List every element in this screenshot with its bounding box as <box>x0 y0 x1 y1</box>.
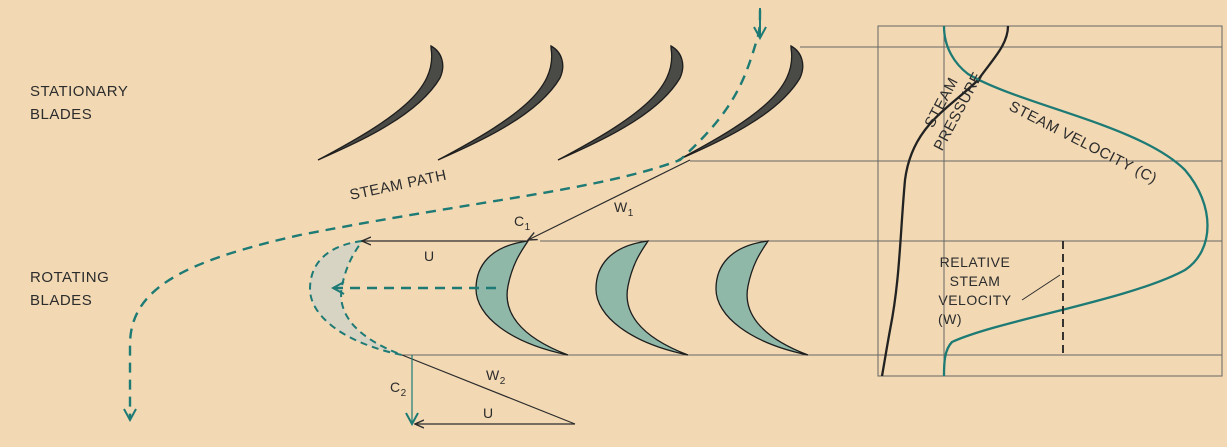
graph-panel <box>877 25 1223 377</box>
w2-label: W2 <box>486 366 506 391</box>
relative-line4: (W) <box>938 311 963 327</box>
outlet-velocity-triangle <box>401 354 576 425</box>
stationary-blade-1 <box>317 44 444 161</box>
stationary-label-line2: BLADES <box>30 106 93 123</box>
steam-path-line <box>130 9 762 420</box>
row-guide-lines <box>400 46 1222 356</box>
rotating-blade-1 <box>475 240 569 356</box>
rotating-blade-2 <box>595 240 689 356</box>
w1-label: W1 <box>614 198 634 223</box>
rotating-blades <box>475 240 809 356</box>
stationary-label-line1: STATIONARY <box>30 83 129 100</box>
stationary-blade-2 <box>437 44 564 161</box>
stationary-blade-3 <box>557 44 684 161</box>
c1-subscript: 1 <box>524 221 531 233</box>
rotating-blades-label: ROTATING BLADES <box>30 268 109 310</box>
c2-letter: C <box>390 379 401 395</box>
relative-velocity-label: RELATIVE STEAM VELOCITY (W) <box>920 253 1030 329</box>
graph-frame <box>877 25 1223 377</box>
rotating-blade-3 <box>715 240 809 356</box>
stationary-blade-4 <box>677 44 804 161</box>
w1-subscript: 1 <box>627 207 634 219</box>
ghost-rotating-blade <box>308 239 403 356</box>
stationary-blades <box>317 44 804 161</box>
w2-vector <box>401 354 576 425</box>
rotating-label-line2: BLADES <box>30 292 93 309</box>
c1-letter: C <box>514 213 525 229</box>
w1-vector <box>528 159 691 240</box>
c1-label: C1 <box>514 212 531 237</box>
w1-letter: W <box>614 199 628 215</box>
steam-velocity-curve <box>942 25 1209 377</box>
steam-pressure-curve <box>880 25 1010 377</box>
w2-subscript: 2 <box>499 375 506 387</box>
u-bottom-label: U <box>483 405 494 421</box>
u-top-label: U <box>424 248 435 264</box>
rotating-label-line1: ROTATING <box>30 269 110 286</box>
c2-subscript: 2 <box>400 387 407 399</box>
stationary-blades-label: STATIONARY BLADES <box>30 82 128 124</box>
c2-label: C2 <box>390 378 407 403</box>
w2-letter: W <box>486 367 500 383</box>
inlet-velocity-triangle <box>362 159 691 241</box>
relative-line3: VELOCITY <box>938 292 1012 308</box>
relative-line2: STEAM <box>949 273 1001 289</box>
relative-line1: RELATIVE <box>939 254 1011 270</box>
relative-velocity-leader <box>1021 274 1061 301</box>
